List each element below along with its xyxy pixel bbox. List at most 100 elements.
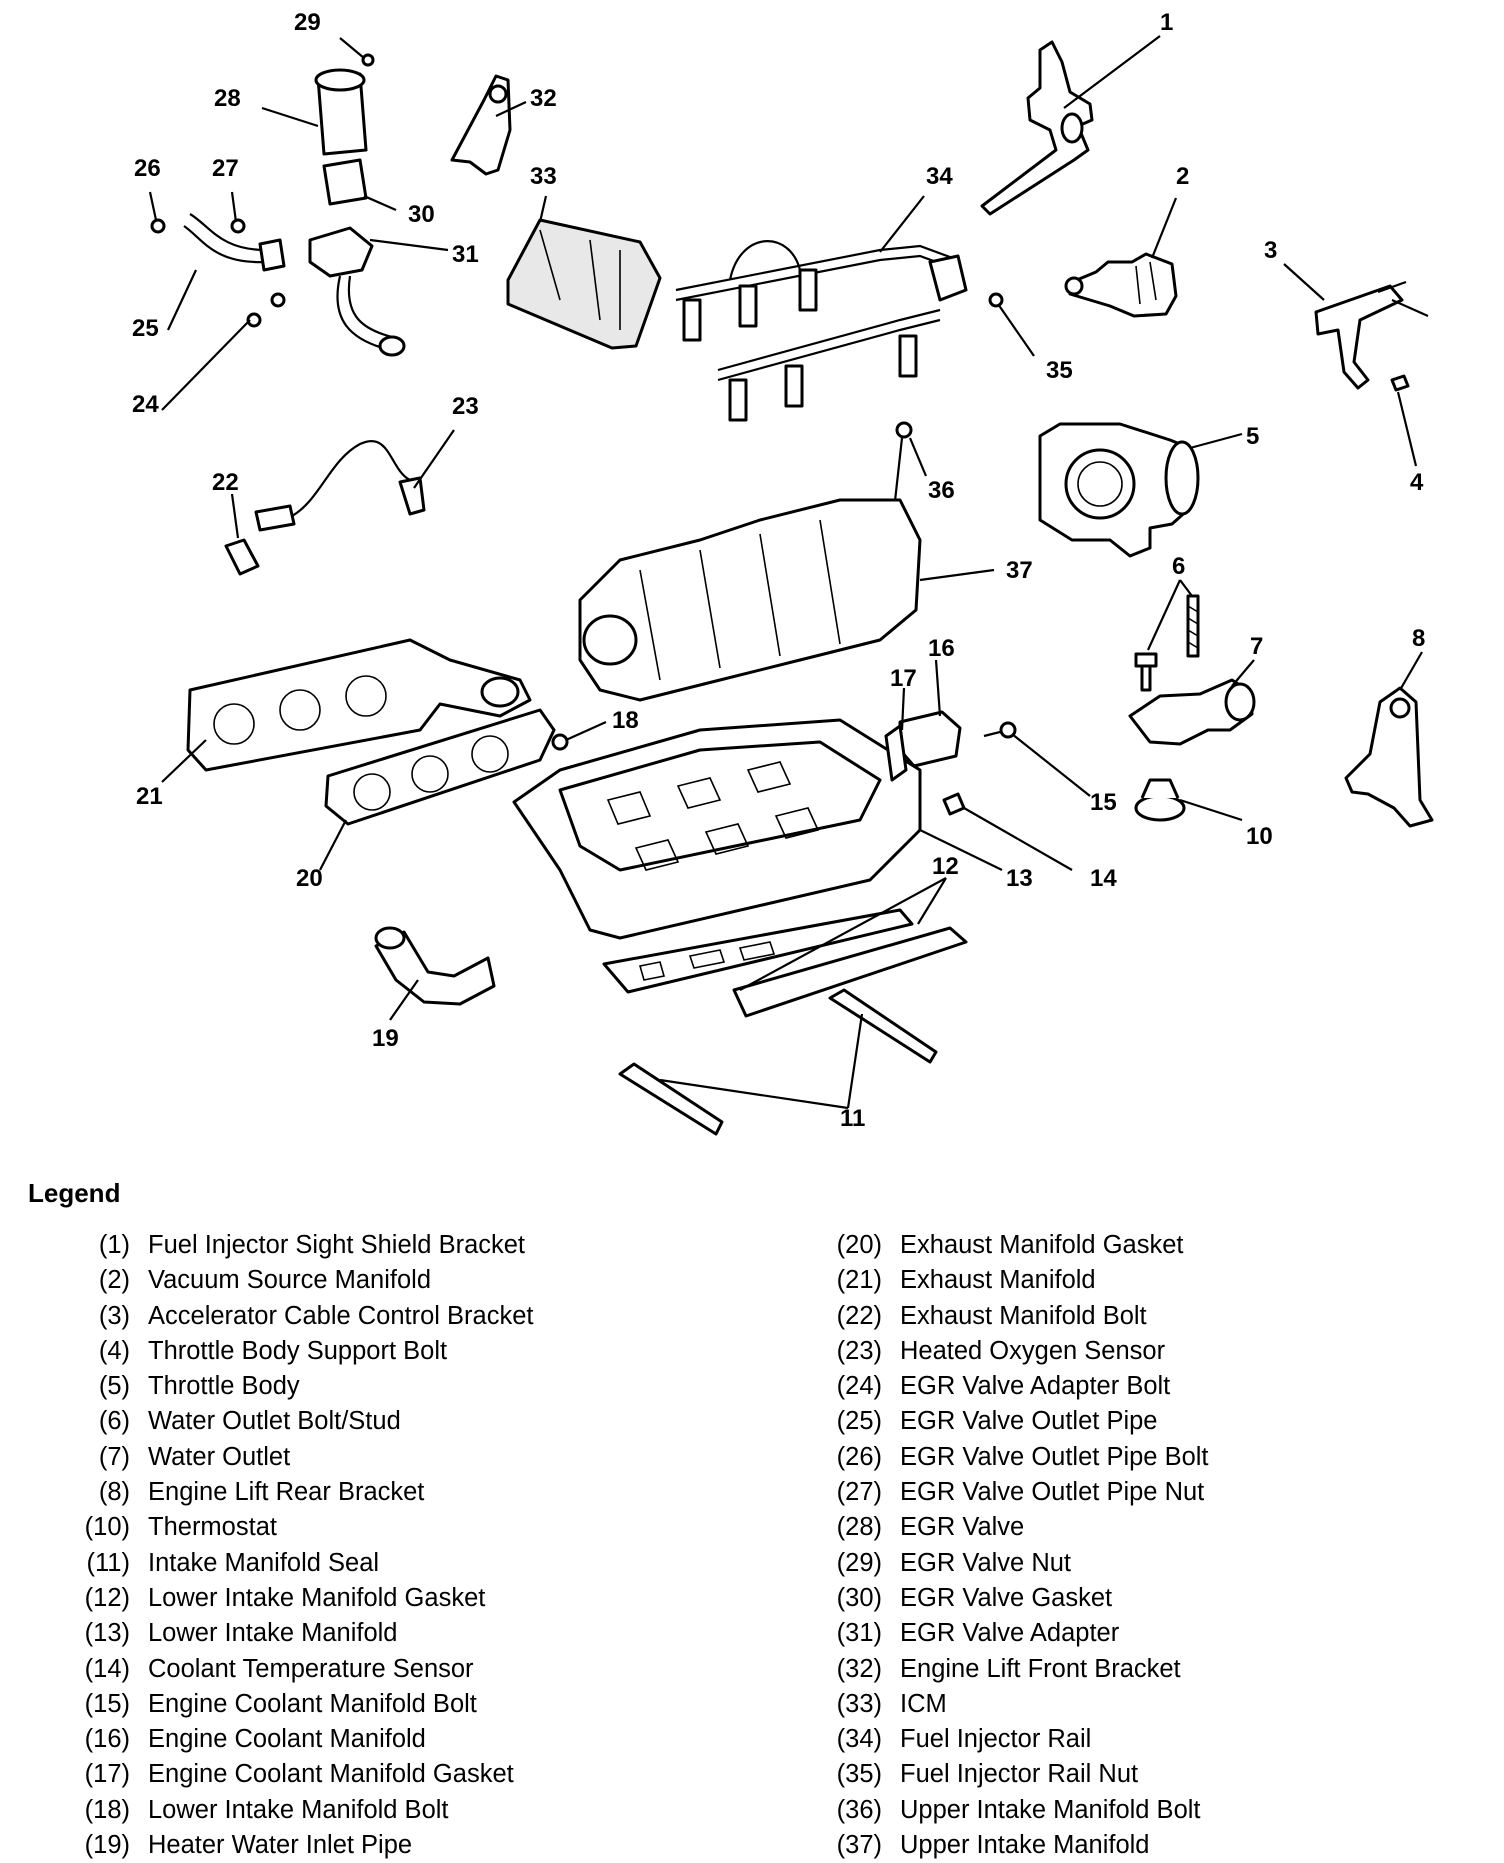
legend-item: (37)Upper Intake Manifold <box>836 1831 1150 1860</box>
legend-left-column: (1)Fuel Injector Sight Shield Bracket (2… <box>74 1228 534 1863</box>
engine-coolant-manifold <box>884 710 962 782</box>
legend-item: (19)Heater Water Inlet Pipe <box>84 1831 413 1860</box>
legend-item: (28)EGR Valve <box>836 1513 1025 1542</box>
legend-item: (12)Lower Intake Manifold Gasket <box>84 1583 486 1612</box>
legend-item: (17)Engine Coolant Manifold Gasket <box>84 1760 514 1789</box>
accelerator-cable-control-bracket <box>1314 280 1429 390</box>
callout-26: 26 <box>134 155 161 182</box>
thermostat <box>1134 778 1186 822</box>
legend-item: (34)Fuel Injector Rail <box>836 1725 1092 1754</box>
callout-19: 19 <box>372 1025 399 1052</box>
callout-3: 3 <box>1264 237 1277 264</box>
legend-item: (14)Coolant Temperature Sensor <box>84 1654 474 1683</box>
legend-item: (22)Exhaust Manifold Bolt <box>836 1301 1147 1330</box>
callout-5: 5 <box>1246 423 1259 450</box>
callout-11: 11 <box>840 1105 865 1132</box>
engine-lift-front-bracket <box>450 74 512 176</box>
legend-title: Legend <box>28 1178 121 1208</box>
callout-17: 17 <box>890 665 917 692</box>
legend-item: (32)Engine Lift Front Bracket <box>836 1654 1181 1683</box>
legend-item: (29)EGR Valve Nut <box>836 1548 1072 1577</box>
callout-16: 16 <box>928 635 955 662</box>
callout-15: 15 <box>1090 789 1117 816</box>
legend-item: (26)EGR Valve Outlet Pipe Bolt <box>836 1442 1209 1471</box>
callout-27: 27 <box>212 155 239 182</box>
legend-item: (23)Heated Oxygen Sensor <box>836 1336 1166 1365</box>
callout-1: 1 <box>1160 9 1173 36</box>
fuel-injector-rail <box>675 240 1004 422</box>
legend-item: (25)EGR Valve Outlet Pipe <box>836 1407 1158 1436</box>
legend-item: (20)Exhaust Manifold Gasket <box>836 1231 1184 1259</box>
throttle-body <box>1038 422 1200 558</box>
lower-intake-manifold-bolt <box>551 733 569 751</box>
callout-21: 21 <box>136 783 163 810</box>
fuel-injector-sight-shield-bracket <box>980 40 1094 216</box>
exhaust-manifold-gasket <box>324 708 556 826</box>
egr-valve-assembly <box>150 53 406 357</box>
water-outlet-bolt-stud <box>1134 594 1200 692</box>
callout-31: 31 <box>452 241 479 268</box>
exploded-parts-diagram: 1 2 3 4 5 6 7 8 10 11 12 13 14 15 16 17 … <box>132 9 1434 1136</box>
callout-32: 32 <box>530 85 557 112</box>
callout-36: 36 <box>928 477 955 504</box>
callout-30: 30 <box>408 201 435 228</box>
lower-intake-manifold <box>512 718 922 940</box>
legend-item: (18)Lower Intake Manifold Bolt <box>84 1795 449 1824</box>
legend-item: (24)EGR Valve Adapter Bolt <box>836 1372 1171 1401</box>
engine-coolant-manifold-bolt <box>983 721 1017 739</box>
callout-35: 35 <box>1046 357 1073 384</box>
callout-10: 10 <box>1246 823 1273 850</box>
legend-item: (33)ICM <box>836 1689 947 1718</box>
legend-item: (35)Fuel Injector Rail Nut <box>836 1760 1139 1789</box>
legend-item: (8)Engine Lift Rear Bracket <box>98 1478 425 1507</box>
icm <box>506 218 662 350</box>
throttle-body-support-bolt <box>1390 374 1410 392</box>
legend-item: (7)Water Outlet <box>98 1442 291 1471</box>
callout-34: 34 <box>926 163 953 190</box>
legend-item: (36)Upper Intake Manifold Bolt <box>836 1795 1201 1824</box>
callout-22: 22 <box>212 469 239 496</box>
engine-lift-rear-bracket <box>1344 686 1434 828</box>
coolant-temperature-sensor <box>942 792 966 816</box>
callout-23: 23 <box>452 393 479 420</box>
vacuum-source-manifold <box>1064 252 1178 318</box>
callout-2: 2 <box>1176 163 1189 190</box>
callout-20: 20 <box>296 865 323 892</box>
legend-item: (2)Vacuum Source Manifold <box>98 1266 432 1295</box>
callout-6: 6 <box>1172 553 1185 580</box>
legend-item: (1)Fuel Injector Sight Shield Bracket <box>98 1231 526 1259</box>
callout-labels: 1 2 3 4 5 6 7 8 10 11 12 13 14 15 16 17 … <box>132 9 1425 1132</box>
heater-water-inlet-pipe <box>374 926 496 1006</box>
water-outlet <box>1128 678 1256 746</box>
callout-14: 14 <box>1090 865 1117 892</box>
legend-item: (13)Lower Intake Manifold <box>84 1619 398 1648</box>
legend-item: (16)Engine Coolant Manifold <box>84 1725 426 1754</box>
legend-item: (27)EGR Valve Outlet Pipe Nut <box>836 1478 1205 1507</box>
intake-manifold-seal <box>618 988 938 1136</box>
callout-7: 7 <box>1250 633 1263 660</box>
callout-4: 4 <box>1410 469 1424 496</box>
callout-24: 24 <box>132 391 159 418</box>
legend-item: (3)Accelerator Cable Control Bracket <box>98 1301 534 1330</box>
leader-lines <box>148 35 1423 1110</box>
callout-13: 13 <box>1006 865 1033 892</box>
legend-item: (5)Throttle Body <box>98 1372 300 1401</box>
upper-intake-manifold <box>578 498 922 702</box>
legend-right-column: (20)Exhaust Manifold Gasket (21)Exhaust … <box>826 1228 1209 1863</box>
lower-intake-manifold-gasket <box>602 908 968 1018</box>
callout-28: 28 <box>214 85 241 112</box>
callout-18: 18 <box>612 707 639 734</box>
legend-item: (31)EGR Valve Adapter <box>836 1619 1120 1648</box>
legend-item: (4)Throttle Body Support Bolt <box>98 1336 448 1365</box>
upper-intake-manifold-bolt <box>892 421 913 511</box>
callout-29: 29 <box>294 9 321 36</box>
legend-item: (11)Intake Manifold Seal <box>86 1548 380 1577</box>
exhaust-manifold-bolt <box>224 504 296 576</box>
callout-25: 25 <box>132 315 159 342</box>
exhaust-manifold <box>186 638 532 772</box>
legend-item: (30)EGR Valve Gasket <box>836 1583 1113 1612</box>
callout-8: 8 <box>1412 625 1425 652</box>
callout-37: 37 <box>1006 557 1033 584</box>
legend-item: (10)Thermostat <box>84 1513 277 1542</box>
legend-item: (6)Water Outlet Bolt/Stud <box>98 1407 401 1436</box>
